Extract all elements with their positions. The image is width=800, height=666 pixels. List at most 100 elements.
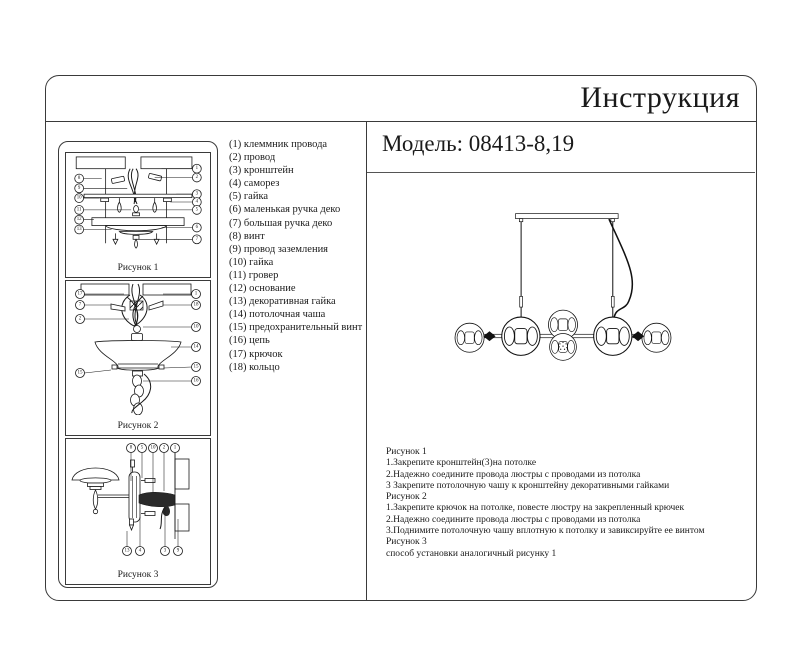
figure2-callouts-left: 17 7 2 15 [75, 289, 129, 378]
callout-number: 12 [77, 217, 82, 222]
figure3-callouts-top: 8 5 10 2 1 [126, 443, 180, 493]
part-line: (2) провод [229, 152, 276, 164]
instruction-line: 2.Надежно соедините провода люстры с про… [386, 514, 641, 525]
callout-number: 2 [163, 446, 166, 451]
bracket-bar [83, 193, 193, 217]
callout-number: 7 [79, 303, 82, 308]
callout-number: 9 [78, 186, 81, 191]
part-line: (9) провод заземления [229, 243, 329, 255]
stipple-dots [558, 341, 568, 350]
model-block: Модель: 08413-8,19 [367, 121, 755, 173]
callout-number: 7 [196, 237, 199, 242]
figure3-callouts-bottom: 13 4 3 9 [122, 507, 183, 556]
part-line: (11) гровер [229, 269, 279, 281]
callout-number: 1 [174, 446, 177, 451]
chandelier-line-drawing [454, 213, 672, 361]
ceiling-hatch [75, 156, 193, 170]
part-line: (16) цепь [229, 335, 270, 347]
callout-number: 3 [196, 192, 199, 197]
callout-number: 1 [196, 166, 199, 171]
ceiling-cup [94, 340, 182, 377]
callout-number: 2 [79, 317, 82, 322]
callout-number: 6 [196, 225, 199, 230]
figure2-caption: Рисунок 2 [117, 421, 159, 431]
figure-frame-1: 8 9 10 11 12 13 1 2 3 4 5 6 7 [65, 152, 211, 278]
callout-number: 15 [194, 365, 200, 370]
part-line: (12) основание [229, 283, 296, 295]
figure1-diagram: 8 9 10 11 12 13 1 2 3 4 5 6 7 [74, 156, 202, 249]
part-line: (4) саморез [229, 178, 280, 190]
callout-number: 13 [77, 227, 82, 232]
callout-number: 3 [164, 549, 167, 554]
callout-number: 11 [77, 207, 82, 212]
chain [130, 373, 152, 415]
callout-number: 1 [195, 292, 198, 297]
figure2-callouts-right: 1 18 10 14 15 16 [143, 289, 201, 386]
instruction-line: 2.Надежно соедините провода люстры с про… [386, 469, 641, 480]
page-title: Инструкция [580, 81, 740, 114]
callout-number: 4 [139, 549, 142, 554]
figures-panel: 8 9 10 11 12 13 1 2 3 4 5 6 7 [58, 141, 218, 588]
instruction-line: 3.Поднимите потолочную чашу вплотную к п… [386, 526, 705, 537]
callout-number: 8 [78, 176, 81, 181]
instruction-line: Рисунок 3 [386, 537, 427, 548]
part-line: (14) потолочная чаша [229, 309, 326, 321]
figure-frame-3: 8 5 10 2 1 13 4 3 9 Рисунок 3 [65, 438, 211, 585]
part-line: (17) крючок [229, 348, 283, 360]
figure3-caption: Рисунок 3 [117, 570, 159, 580]
callout-number: 15 [78, 371, 84, 376]
wall-lamp [71, 467, 129, 515]
callout-number: 13 [125, 549, 131, 554]
instruction-line: 3 Закрепите потолочную чашу к кронштейну… [386, 480, 670, 491]
callout-number: 5 [141, 446, 144, 451]
part-line: (13) декоративная гайка [229, 296, 336, 308]
ceiling-hook [110, 283, 164, 341]
callout-number: 18 [194, 303, 200, 308]
figure3-diagram: 8 5 10 2 1 13 4 3 9 [71, 443, 190, 556]
part-line: (1) клеммник провода [229, 139, 328, 150]
callout-number: 4 [196, 200, 199, 205]
figure1-caption: Рисунок 1 [117, 263, 159, 273]
part-line: (5) гайка [229, 191, 269, 203]
callout-number: 2 [196, 175, 199, 180]
power-cord [608, 218, 634, 319]
part-line: (18) кольцо [229, 361, 280, 373]
figure1-callouts-right: 1 2 3 4 5 6 7 [138, 163, 202, 245]
callout-number: 10 [77, 196, 82, 201]
part-line: (8) винт [229, 230, 265, 242]
suspension-rods [519, 221, 615, 318]
callout-number: 16 [194, 379, 200, 384]
callout-number: 9 [177, 549, 180, 554]
instruction-line: 1.Закрепите кронштейн(3)на потолке [386, 458, 537, 469]
mounting-wires [111, 168, 162, 205]
ceiling-hatch [80, 283, 192, 296]
instruction-line: способ установки аналогичный рисунку 1 [386, 548, 557, 559]
threaded-rods [105, 168, 167, 244]
callout-number: 5 [196, 207, 199, 212]
header: Инструкция [46, 76, 756, 122]
callout-number: 17 [78, 292, 84, 297]
callout-number: 8 [130, 446, 133, 451]
part-line: (7) большая ручка деко [229, 217, 333, 229]
callout-number: 14 [194, 345, 200, 350]
instruction-line: 1.Закрепите крючок на потолке, повесте л… [386, 503, 685, 514]
instruction-line: Рисунок 2 [386, 492, 427, 503]
model-label: Модель: 08413-8,19 [382, 131, 575, 156]
globe-shades [454, 309, 672, 361]
callout-number: 10 [151, 446, 157, 451]
part-line: (3) кронштейн [229, 165, 294, 177]
wall-bracket [138, 492, 176, 530]
figure2-diagram: 17 7 2 15 1 18 10 14 15 16 [75, 283, 201, 415]
vertical-divider [366, 121, 367, 600]
mounting-plate [128, 459, 156, 532]
figure-frame-2: 17 7 2 15 1 18 10 14 15 16 Рисунок 2 [65, 280, 211, 436]
document-frame: Инструкция Модель: 08413-8,19 [45, 75, 757, 601]
wall-hatch [174, 453, 190, 539]
part-line: (6) маленькая ручка деко [229, 204, 341, 216]
callout-number: 10 [194, 325, 200, 330]
instruction-line: Рисунок 1 [386, 447, 427, 457]
part-line: (15) предохранительный винт [229, 322, 363, 334]
part-line: (10) гайка [229, 256, 274, 268]
base-plate [91, 217, 185, 249]
